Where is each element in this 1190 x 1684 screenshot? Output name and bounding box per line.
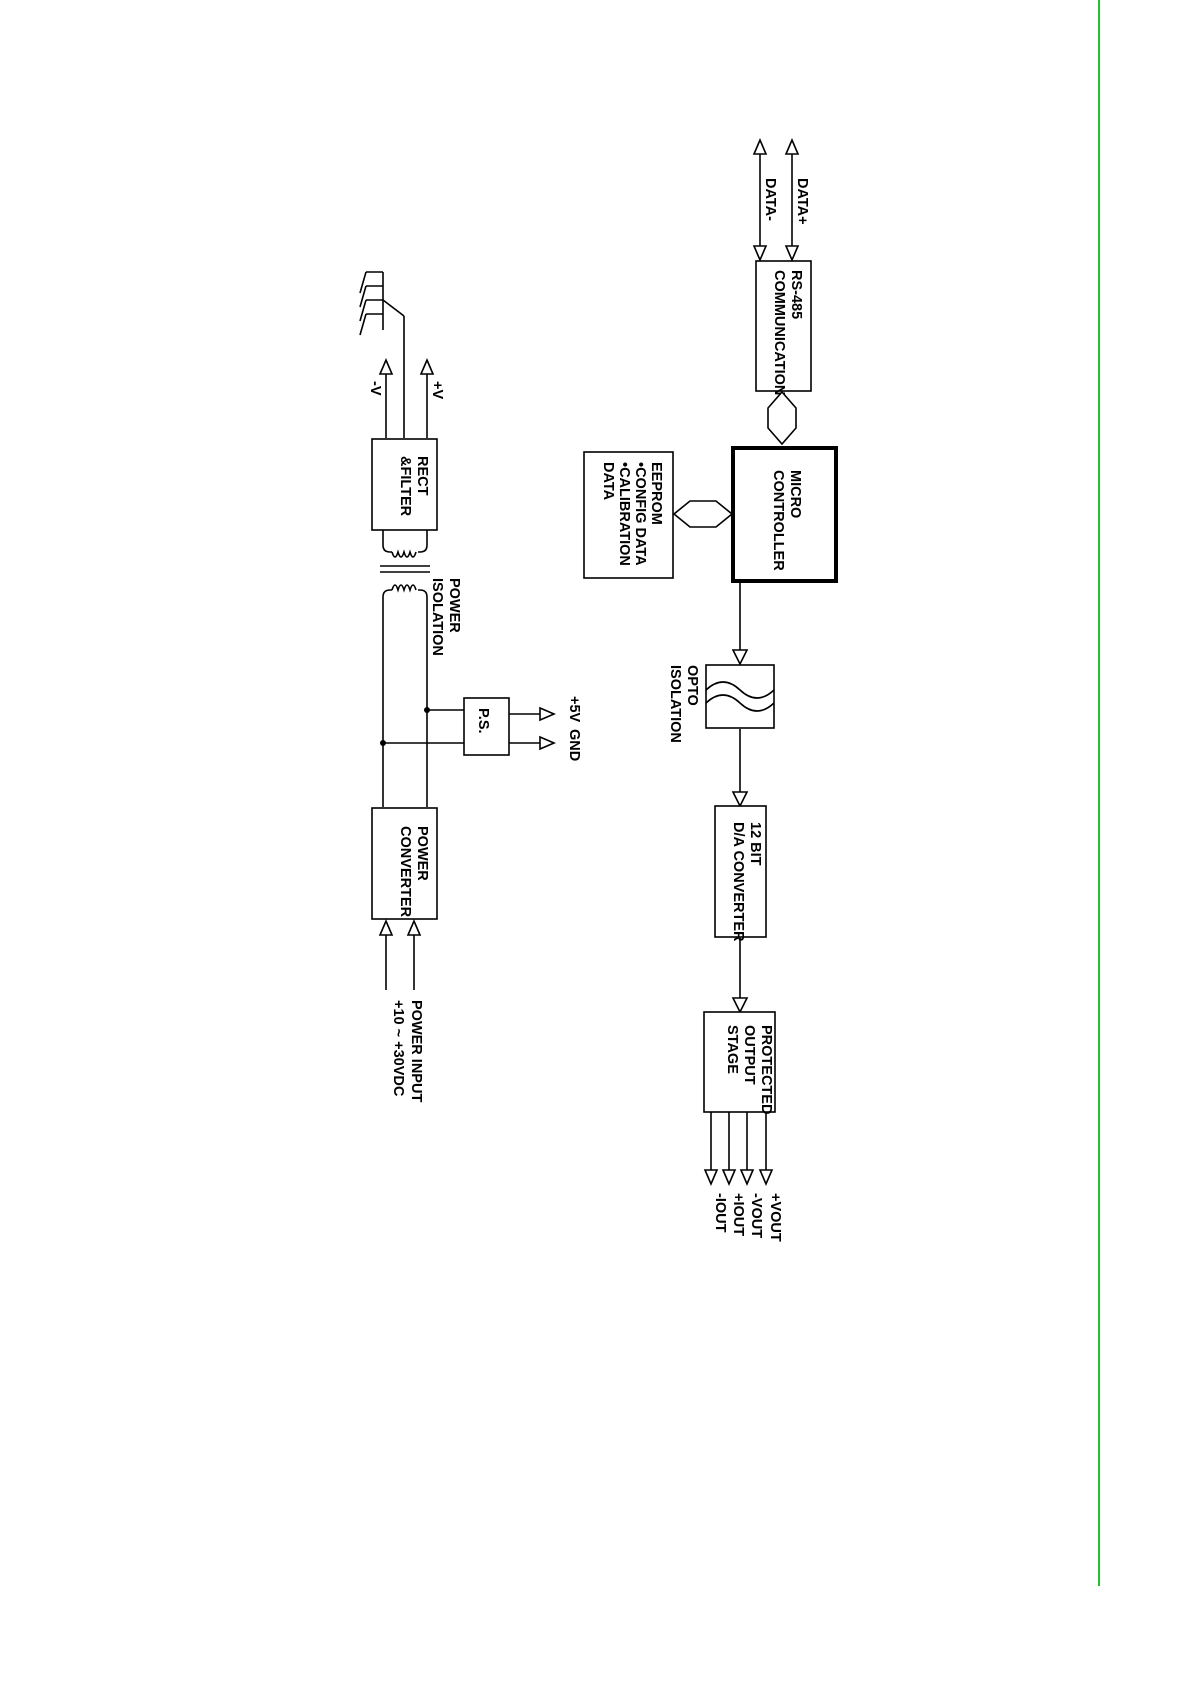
minus-v-arrow [380, 360, 392, 374]
output-vout-minus-label: -VOUT [748, 1193, 764, 1238]
data-plus-label: DATA+ [794, 178, 810, 225]
plus5v-label: +5V [566, 696, 582, 723]
signal-path: DATA+ DATA- RS-485 COMMUNICATION MICRO C… [584, 140, 836, 1242]
power-input-label: POWER INPUT [408, 1000, 424, 1102]
output-iout-plus-label: +IOUT [730, 1193, 746, 1236]
eeprom-calibration-label: •CALIBRATION [616, 462, 632, 566]
minus-v-label: -V [367, 381, 383, 396]
output-iout-minus-label: -IOUT [712, 1193, 728, 1233]
eeprom-label: EEPROM [648, 462, 664, 525]
power-input-range-label: +10 ~ +30VDC [390, 1000, 406, 1097]
output-lines [705, 1112, 772, 1184]
transformer-icon [380, 530, 430, 597]
power-path: +V -V RECT &FILTER POWER ISOLATION [360, 272, 582, 1102]
output-output-label: OUTPUT [741, 1025, 757, 1085]
eeprom-config-label: •CONFIG DATA [632, 462, 648, 566]
gnd-label: GND [566, 729, 582, 761]
dac-converter-label: D/A CONVERTER [730, 822, 746, 942]
controller-label: CONTROLLER [770, 470, 786, 571]
output-protected-label: PROTECTED [758, 1025, 774, 1114]
power-isolation-power-label: POWER [446, 578, 462, 633]
opto-isolation-block [706, 665, 774, 728]
micro-to-opto-arrow [733, 650, 747, 664]
output-stage-label: STAGE [724, 1025, 740, 1074]
rs485-micro-bus-arrow [768, 392, 796, 444]
micro-label: MICRO [787, 470, 803, 518]
gnd-arrow [540, 737, 554, 749]
output-vout-plus-label: +VOUT [767, 1193, 783, 1242]
ps-label: P.S. [475, 708, 491, 734]
power-input-arrow-b [408, 921, 420, 935]
micro-eeprom-bus-arrow [674, 501, 732, 527]
eeprom-data-label: DATA [600, 462, 616, 501]
data-minus-label: DATA- [762, 178, 778, 221]
opto-label: OPTO [684, 665, 700, 706]
filter-label: &FILTER [397, 456, 413, 517]
plus-v-arrow [421, 360, 433, 374]
dac-12bit-label: 12 BIT [747, 822, 763, 866]
plus5v-arrow [540, 708, 554, 720]
power-converter-power-label: POWER [414, 826, 430, 881]
opto-to-dac-arrow [733, 792, 747, 806]
power-isolation-isolation-label: ISOLATION [429, 578, 445, 656]
rs485-label: RS-485 [788, 270, 804, 319]
rs485-communication-label: COMMUNICATION [771, 270, 787, 395]
plus-v-label: +V [429, 381, 445, 399]
rect-label: RECT [414, 456, 430, 496]
power-converter-converter-label: CONVERTER [397, 826, 413, 918]
opto-isolation-label: ISOLATION [667, 665, 683, 743]
dac-to-output-arrow [733, 998, 747, 1012]
chassis-ground-icon [360, 272, 404, 438]
power-input-arrow-a [380, 921, 392, 935]
